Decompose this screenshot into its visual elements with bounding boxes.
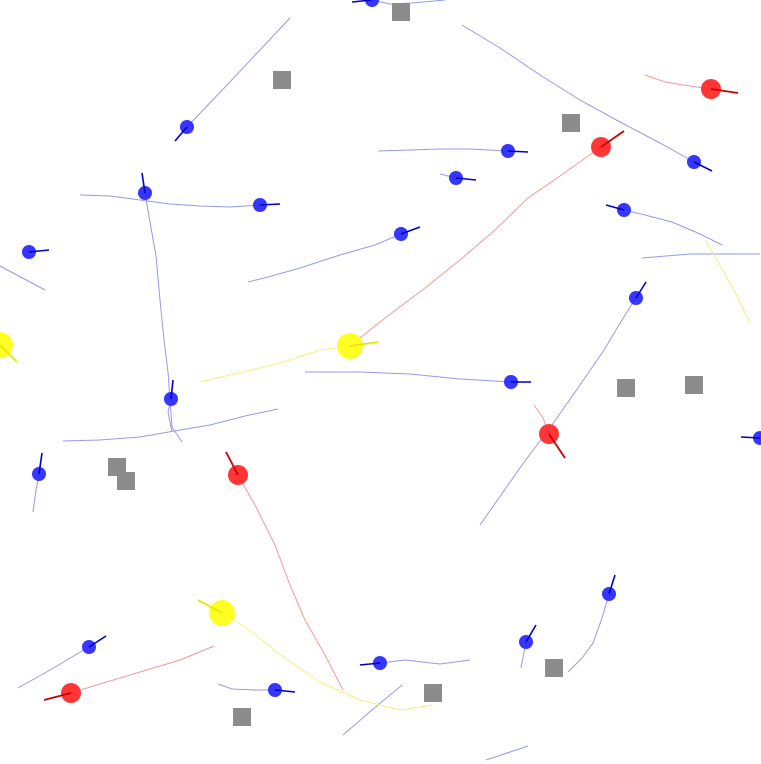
obstacle-square-icon <box>273 71 291 89</box>
heading-indicator <box>525 624 537 643</box>
agent-trail <box>0 265 46 291</box>
heading-indicator <box>548 433 566 459</box>
yellow-agent <box>197 599 235 626</box>
heading-indicator <box>351 0 373 3</box>
heading-indicator <box>259 203 281 206</box>
obstacle-square-icon <box>392 3 410 21</box>
red-agent <box>43 683 81 703</box>
heading-indicator <box>274 689 296 693</box>
obstacles <box>108 3 703 726</box>
blue-agent <box>501 144 529 158</box>
agent-trail <box>641 253 760 259</box>
agent-trail <box>247 233 402 283</box>
heading-indicator <box>710 88 739 94</box>
obstacle-square-icon <box>562 114 580 132</box>
yellow-agent <box>0 332 18 363</box>
blue-agent <box>138 172 152 200</box>
agents <box>0 0 761 703</box>
obstacle-square-icon <box>233 708 251 726</box>
heading-indicator <box>225 451 239 476</box>
agent-trail <box>479 297 637 526</box>
yellow-agent-body-icon <box>0 332 13 358</box>
agent-trail <box>79 194 261 208</box>
heading-indicator <box>88 635 107 648</box>
red-agent <box>225 451 248 485</box>
blue-agent <box>449 171 477 185</box>
heading-indicator <box>635 281 647 299</box>
heading-indicator <box>174 126 188 142</box>
agent-trail <box>199 345 351 383</box>
heading-indicator <box>43 692 72 701</box>
blue-agent <box>602 574 616 601</box>
heading-indicator <box>28 249 50 253</box>
heading-indicator <box>349 341 379 347</box>
agent-trail <box>623 209 723 246</box>
blue-agent <box>164 379 178 406</box>
blue-agent <box>22 245 50 259</box>
agent-trail <box>342 684 403 736</box>
agent-trail <box>377 148 509 152</box>
heading-indicator <box>608 574 616 595</box>
heading-indicator <box>359 662 381 666</box>
agent-trail <box>461 24 695 163</box>
blue-agent <box>605 203 631 217</box>
blue-agent <box>519 624 537 649</box>
blue-agent <box>351 0 379 7</box>
agent-trail <box>379 659 471 665</box>
heading-indicator <box>507 150 529 153</box>
blue-agent <box>174 120 194 142</box>
heading-indicator <box>400 226 421 235</box>
agent-trail <box>237 474 344 691</box>
heading-indicator <box>605 204 625 211</box>
heading-indicator <box>740 436 761 439</box>
agent-trail <box>305 371 512 383</box>
blue-agent <box>740 431 761 445</box>
heading-indicator <box>693 161 713 172</box>
heading-indicator <box>197 599 223 614</box>
agent-trail <box>217 683 275 691</box>
blue-agent-body-icon <box>365 0 379 7</box>
blue-agent <box>268 683 296 697</box>
blue-agent <box>82 635 107 654</box>
agent-trail <box>70 645 215 694</box>
blue-agent <box>394 226 421 241</box>
heading-indicator <box>455 177 477 181</box>
agent-trail <box>485 745 529 761</box>
blue-agent <box>629 281 647 305</box>
obstacle-square-icon <box>424 684 442 702</box>
heading-indicator <box>170 379 174 400</box>
blue-agent <box>253 198 281 212</box>
red-agent <box>591 130 625 157</box>
agent-trail <box>221 612 434 711</box>
heading-indicator <box>38 452 43 475</box>
agent-trail <box>567 593 610 673</box>
blue-agent <box>504 375 531 389</box>
blue-agent <box>32 452 46 481</box>
agent-trail <box>349 146 602 347</box>
agent-trail <box>704 239 751 324</box>
agent-trail <box>644 74 712 90</box>
obstacle-square-icon <box>108 458 126 476</box>
agent-trail <box>144 192 183 443</box>
red-agent <box>539 424 566 459</box>
yellow-agent <box>337 333 379 359</box>
agent-trail <box>62 408 279 442</box>
agent-trail <box>17 646 90 689</box>
obstacle-square-icon <box>545 659 563 677</box>
agent-trail <box>186 17 291 128</box>
obstacle-square-icon <box>117 472 135 490</box>
heading-indicator <box>0 344 18 363</box>
obstacle-square-icon <box>685 376 703 394</box>
blue-agent <box>359 656 387 670</box>
blue-agent <box>687 155 713 172</box>
heading-indicator <box>600 130 625 148</box>
heading-indicator <box>141 172 146 194</box>
red-agent <box>701 79 739 99</box>
obstacle-square-icon <box>617 379 635 397</box>
